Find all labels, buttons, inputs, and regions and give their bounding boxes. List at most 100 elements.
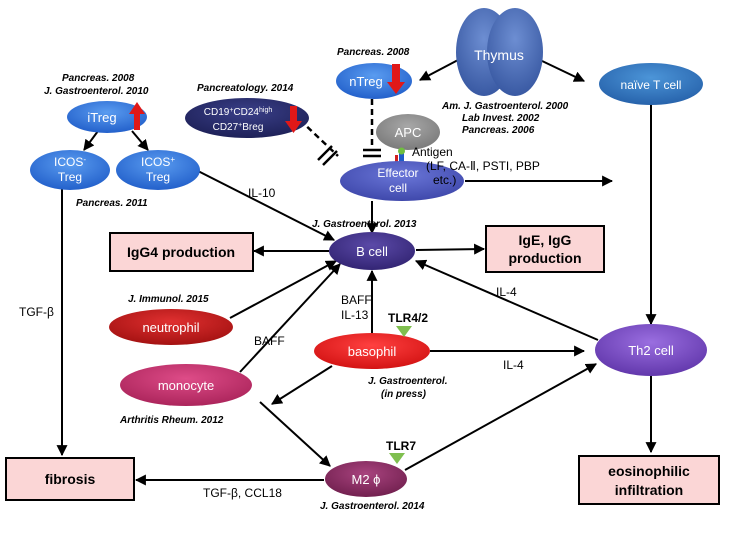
arrow-thymus-to-naive-t (539, 59, 585, 82)
naive-t-node: naïve T cell (599, 63, 703, 105)
ref-jgastro-2013: J. Gastroenterol. 2013 (312, 219, 417, 230)
icos-pos-name: ICOS (141, 155, 170, 169)
m2-macrophage-node: M2 ϕ (325, 461, 407, 497)
thymus-node: Thymus (456, 8, 543, 96)
arrow-basophil-to-monocyte (271, 365, 333, 405)
il10-label: IL-10 (248, 186, 276, 200)
icos-neg-superscript: - (83, 155, 86, 164)
tlr42-triangle-icon (396, 326, 412, 337)
tgfb-label: TGF-β (19, 305, 54, 319)
ref-jgastro-press-line2: (in press) (381, 389, 427, 400)
il4-upper-label: IL-4 (496, 285, 517, 299)
fibrosis-box: fibrosis (5, 457, 135, 501)
antigen-title: Antigen (412, 145, 453, 159)
arrow-monocyte-to-b-cell (239, 263, 341, 373)
icos-pos-ellipse (116, 150, 200, 190)
breg-cd24-sup: high (259, 107, 272, 114)
icos-neg-label-line1: ICOS- (54, 155, 86, 169)
effector-label-line2: cell (389, 181, 407, 195)
apc-ellipse (376, 114, 440, 150)
breg-cd27: CD27 (213, 122, 239, 133)
basophil-label: basophil (348, 344, 397, 359)
literature-references: Pancreas. 2008 J. Gastroenterol. 2010 Pa… (44, 47, 569, 512)
breg-node: CD19+CD24high CD27+Breg (185, 98, 309, 138)
b-cell-node: B cell (329, 232, 415, 270)
ntreg-down-arrow-icon (387, 64, 405, 94)
th2-label: Th2 cell (628, 343, 674, 358)
arrow-neutrophil-to-b-cell (229, 260, 337, 319)
itreg-label: iTreg (87, 110, 116, 125)
th2-ellipse (595, 324, 707, 376)
ref-jgastro-2010: J. Gastroenterol. 2010 (44, 86, 149, 97)
tlr7-label: TLR7 (386, 439, 416, 453)
arrow-thymus-to-ntreg (419, 59, 459, 81)
eos-box-line2: infiltration (615, 482, 683, 498)
ref-jgastro-2014: J. Gastroenterol. 2014 (320, 501, 425, 512)
breg-down-arrow-icon (285, 106, 302, 133)
ref-pancreas-2006: Pancreas. 2006 (462, 125, 535, 136)
inhibition-lines (299, 99, 381, 166)
arrow-itreg-to-icos-pos (131, 130, 149, 151)
ige-box-rect (485, 225, 605, 273)
tgfb-ccl18-label: TGF-β, CCL18 (203, 486, 282, 500)
ige-box-line2: production (508, 250, 581, 266)
breg-cd24: CD24 (233, 107, 259, 118)
baff-label: BAFF (254, 334, 285, 348)
apc-label: APC (395, 125, 422, 140)
ref-pancreas-2011: Pancreas. 2011 (76, 198, 148, 209)
ref-jimmunol-2015: J. Immunol. 2015 (128, 294, 209, 305)
neutrophil-ellipse (109, 309, 233, 345)
basophil-ellipse (314, 333, 430, 369)
antigen-dot (398, 147, 405, 155)
ntreg-label: nTreg (349, 74, 382, 89)
tlr7-triangle-icon (389, 453, 405, 464)
monocyte-label: monocyte (158, 378, 214, 393)
antigen-etc: etc.) (433, 173, 456, 187)
ige-box-line1: IgE, IgG (519, 232, 572, 248)
ref-pancreas-2008-itreg: Pancreas. 2008 (62, 73, 135, 84)
itreg-ellipse (67, 101, 147, 133)
effector-cell-node: Effector cell (340, 161, 464, 201)
inhibit-breg-bar-2 (322, 150, 338, 166)
arrow-b-cell-to-ige (415, 243, 486, 255)
breg-label-line2: CD27+Breg (213, 122, 264, 133)
breg-name: Breg (242, 122, 263, 133)
effector-ellipse (340, 161, 464, 201)
m2-ellipse (325, 461, 407, 497)
ref-jgastro-press-line1: J. Gastroenterol. (368, 376, 447, 387)
apc-node: APC (376, 114, 440, 150)
edge-labels: Antigen (LF, CA-Ⅱ, PSTI, PBP etc.) IL-10… (19, 145, 540, 500)
icos-pos-superscript: + (170, 155, 175, 164)
baff-il13-line2: IL-13 (341, 308, 369, 322)
naive-t-ellipse (599, 63, 703, 105)
arrow-m2-to-th2 (404, 363, 597, 471)
monocyte-ellipse (120, 364, 252, 406)
arrow-th2-to-b-cell (414, 259, 599, 341)
fibrosis-box-rect (5, 457, 135, 501)
igg4-box-rect (109, 232, 254, 272)
arrow-icos-pos-to-b-cell (197, 170, 335, 241)
icos-pos-label-line1: ICOS+ (141, 155, 175, 169)
thymus-lobe-right (487, 8, 543, 96)
icos-pos-label-line2: Treg (146, 170, 170, 184)
naive-t-label: naïve T cell (621, 78, 682, 92)
icos-neg-name: ICOS (54, 155, 83, 169)
breg-label-line1: CD19+CD24high (204, 107, 273, 118)
ref-pancreas-2008-ntreg: Pancreas. 2008 (337, 47, 410, 58)
ref-arthritis-2012: Arthritis Rheum. 2012 (119, 415, 224, 426)
igg4-box-label: IgG4 production (127, 244, 235, 260)
fibrosis-box-label: fibrosis (45, 471, 96, 487)
arrow-itreg-to-icos-neg (83, 130, 99, 151)
arrow-monocyte-to-m2 (259, 401, 331, 467)
breg-ellipse (185, 98, 309, 138)
icos-neg-label-line2: Treg (58, 170, 82, 184)
itreg-node: iTreg (67, 101, 147, 133)
icos-pos-treg-node: ICOS+ Treg (116, 150, 200, 190)
igg4-production-box: IgG4 production (109, 232, 254, 272)
eos-box-line1: eosinophilic (608, 463, 690, 479)
thymus-label: Thymus (474, 47, 524, 63)
receptor-arm-left (395, 155, 398, 163)
inhibit-breg-to-effector (299, 119, 339, 157)
neutrophil-label: neutrophil (142, 320, 199, 335)
